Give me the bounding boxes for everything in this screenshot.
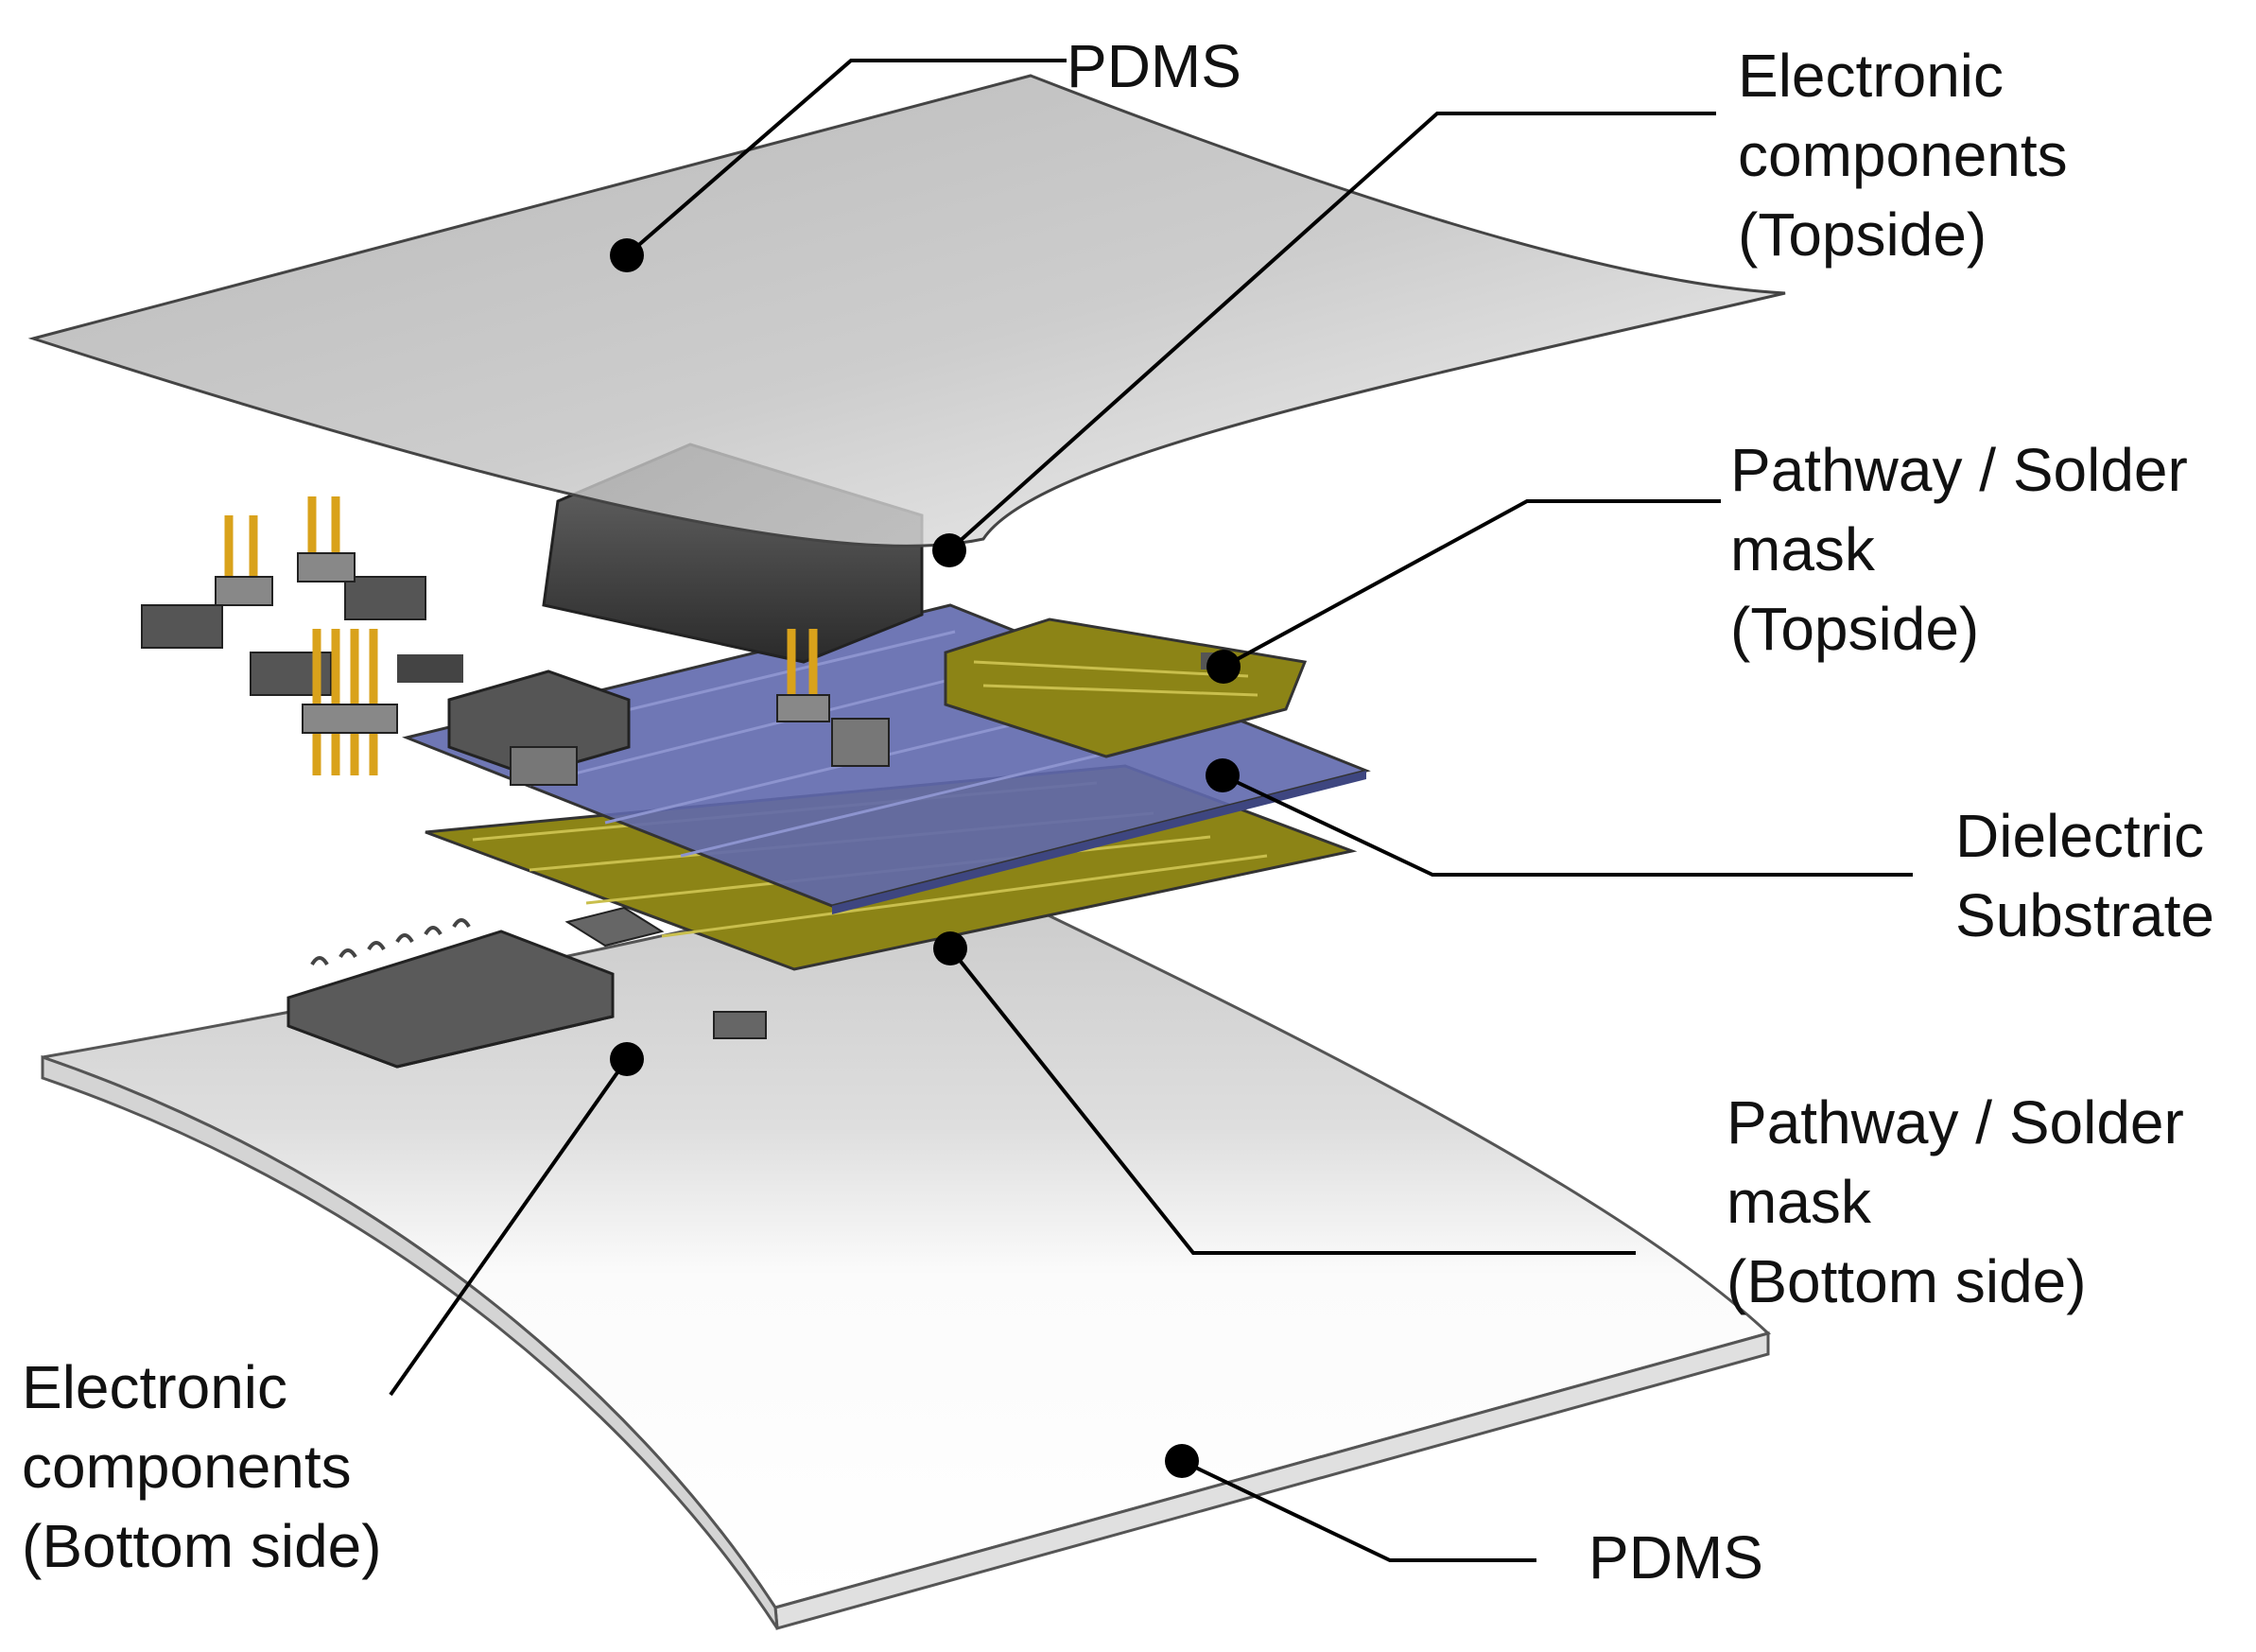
- label-pathway-bottom: Pathway / Solder mask (Bottom side): [1727, 1083, 2184, 1321]
- label-pathway-bottom-line1: Pathway / Solder: [1727, 1088, 2184, 1156]
- label-pdms-bottom: PDMS: [1588, 1518, 1763, 1597]
- dot-dielectric: [1206, 758, 1240, 792]
- label-components-bottom: Electronic components (Bottom side): [22, 1348, 382, 1586]
- dot-pathway-top: [1206, 650, 1241, 684]
- label-dielectric: Dielectric Substrate: [1955, 796, 2214, 955]
- label-components-bottom-line1: Electronic: [22, 1353, 287, 1421]
- leader-dots: [610, 238, 1241, 1478]
- label-pdms-top-line1: PDMS: [1067, 32, 1241, 100]
- label-pathway-top: Pathway / Solder mask (Topside): [1730, 430, 2188, 669]
- dot-pdms-top: [610, 238, 644, 272]
- label-components-top: Electronic components (Topside): [1738, 36, 2068, 274]
- dot-components-bottom: [610, 1042, 644, 1076]
- label-components-bottom-line3: (Bottom side): [22, 1512, 382, 1580]
- leader-lines: [389, 59, 1913, 1562]
- pdms-bottom-layer: [41, 866, 1771, 1630]
- label-pdms-top: PDMS: [1067, 26, 1241, 106]
- dot-pathway-bottom: [933, 931, 967, 965]
- label-components-top-line1: Electronic: [1738, 42, 2004, 110]
- label-pathway-bottom-line3: (Bottom side): [1727, 1247, 2087, 1315]
- label-pathway-top-line3: (Topside): [1730, 595, 1980, 663]
- dot-components-top: [932, 533, 966, 567]
- label-dielectric-line1: Dielectric: [1955, 802, 2205, 870]
- dot-pdms-bottom: [1165, 1444, 1199, 1478]
- label-components-top-line2: components: [1738, 121, 2068, 189]
- label-pdms-bottom-line1: PDMS: [1588, 1523, 1763, 1591]
- label-dielectric-line2: Substrate: [1955, 881, 2214, 949]
- label-components-bottom-line2: components: [22, 1433, 352, 1501]
- pdms-top-layer: [27, 74, 1786, 548]
- label-pathway-top-line2: mask: [1730, 515, 1875, 583]
- label-components-top-line3: (Topside): [1738, 200, 1987, 269]
- components-bottom-layer: [286, 906, 767, 1069]
- label-pathway-bottom-line2: mask: [1727, 1168, 1871, 1236]
- label-pathway-top-line1: Pathway / Solder: [1730, 436, 2188, 504]
